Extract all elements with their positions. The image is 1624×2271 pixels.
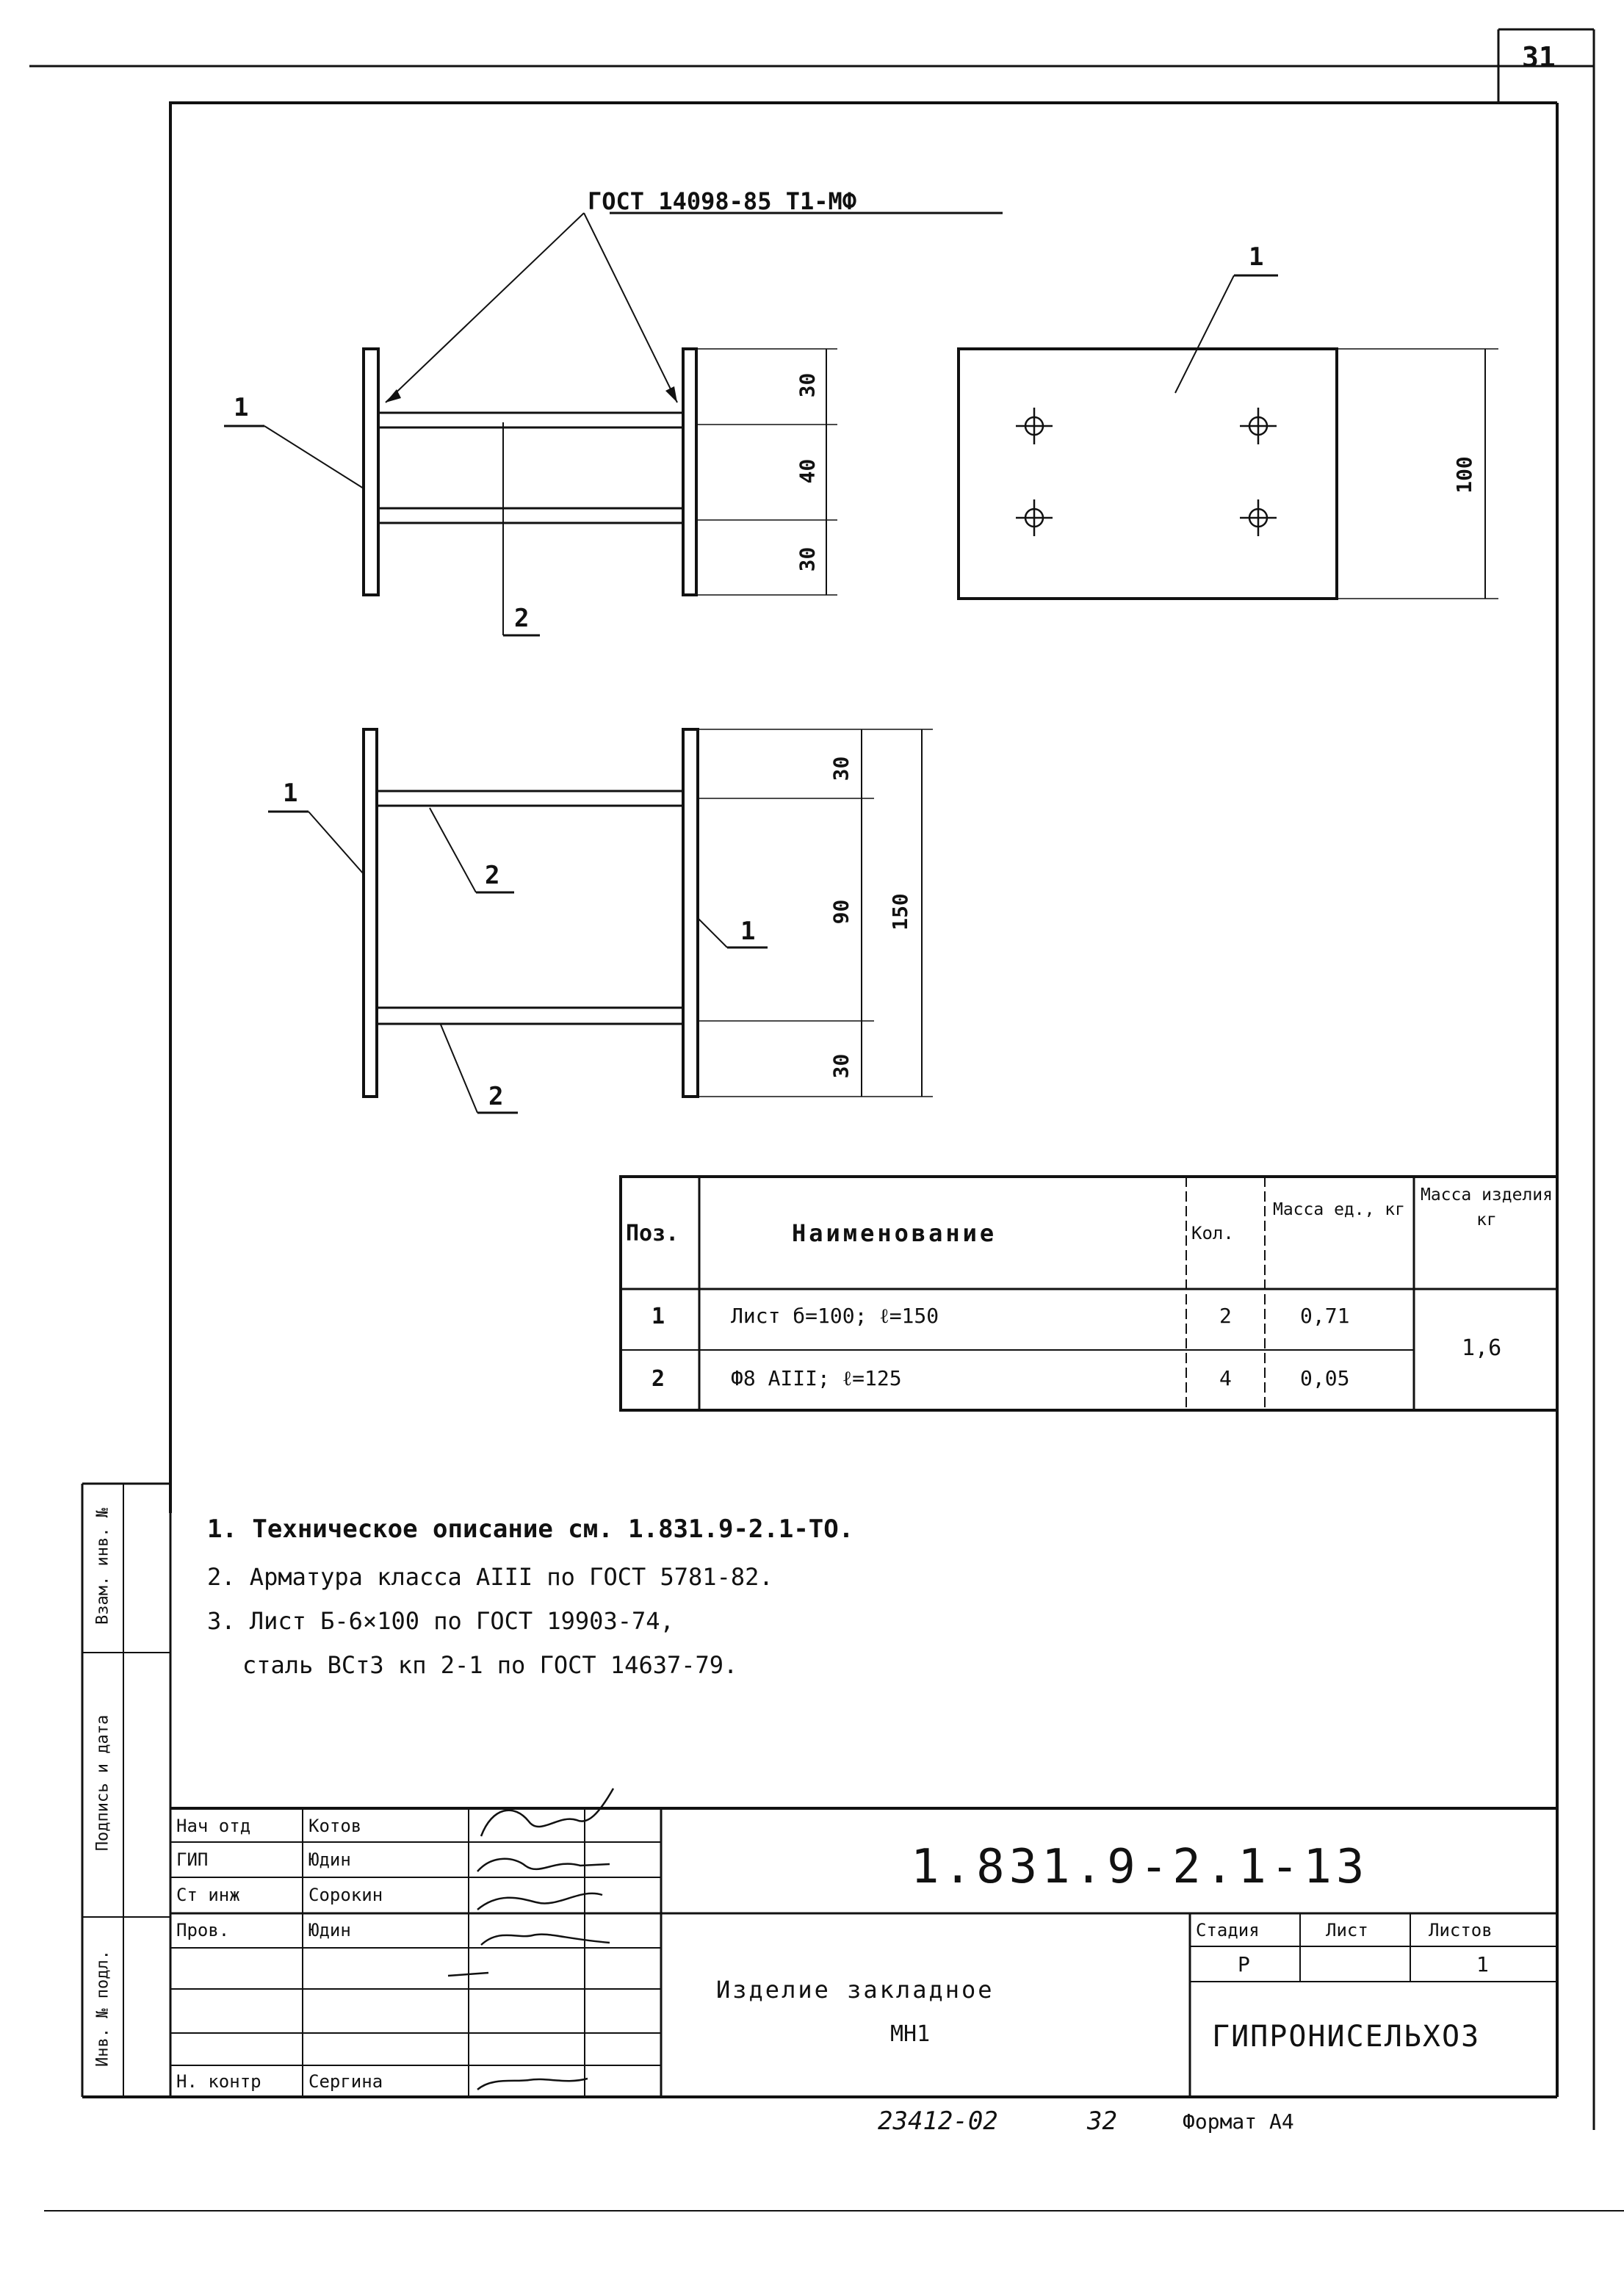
weld-note: ГОСТ 14098-85 Т1-МФ <box>588 187 857 215</box>
side-stamp-inventory: Инв. № подл. <box>93 1950 112 2067</box>
tb-stage-value: Р <box>1238 1952 1250 1976</box>
spec-row-1-name: Лист б=100; ℓ=150 <box>731 1304 939 1328</box>
tb-item-code: МН1 <box>890 2021 931 2047</box>
dim-front-90: 90 <box>829 899 853 925</box>
dim-front-30-b: 30 <box>829 1053 853 1079</box>
tb-organization: ГИПРОНИСЕЛЬХОЗ <box>1212 2020 1481 2054</box>
tb-sheets-label: Листов <box>1429 1920 1493 1940</box>
callout-front-bottom-2: 2 <box>488 1082 504 1111</box>
tb-role-8: Н. контр <box>176 2071 261 2092</box>
tb-role-1: Нач отд <box>176 1816 251 1836</box>
spec-header-mass-unit: Масса ед., кг <box>1272 1200 1405 1219</box>
spec-row-2-mass: 0,05 <box>1300 1366 1350 1390</box>
footer-format: Формат А4 <box>1183 2109 1294 2134</box>
tb-name-1: Котов <box>308 1816 362 1836</box>
dim-top-30-b: 30 <box>795 546 820 572</box>
dim-top-30-a: 30 <box>795 372 820 398</box>
tb-role-2: ГИП <box>176 1849 209 1870</box>
dim-front-30-a: 30 <box>829 756 853 781</box>
dim-plate-100: 100 <box>1451 456 1476 494</box>
tb-role-3: Ст инж <box>176 1885 240 1905</box>
tb-item-title: Изделие закладное <box>716 1976 995 2004</box>
spec-row-2-name: Ф8 АIII; ℓ=125 <box>731 1366 902 1390</box>
side-stamp-replacement: Взам. инв. № <box>93 1508 112 1625</box>
spec-row-2-qty: 4 <box>1219 1366 1232 1390</box>
tb-sheets-value: 1 <box>1476 1952 1489 1976</box>
tb-name-8: Сергина <box>308 2071 383 2092</box>
spec-total-mass: 1,6 <box>1462 1335 1502 1361</box>
callout-top-left-1: 1 <box>234 393 249 422</box>
tb-name-3: Сорокин <box>308 1885 383 1905</box>
tb-sheet-label: Лист <box>1326 1920 1368 1940</box>
callout-front-right-1: 1 <box>740 917 756 946</box>
spec-header-qty: Кол. <box>1191 1223 1234 1243</box>
tb-role-4: Пров. <box>176 1920 230 1940</box>
callout-plate-1: 1 <box>1249 242 1264 272</box>
spec-header-pos: Поз. <box>626 1221 679 1246</box>
callout-front-left-1: 1 <box>283 779 298 808</box>
callout-top-left-2: 2 <box>514 604 530 633</box>
footer-archive-no: 23412-02 <box>878 2106 998 2136</box>
dim-front-total-150: 150 <box>887 893 912 931</box>
tb-name-2: Юдин <box>308 1849 351 1870</box>
spec-row-2-pos: 2 <box>652 1366 665 1392</box>
spec-header-mass-item: Масса изделия кг <box>1420 1185 1553 1230</box>
footer-page: 32 <box>1087 2106 1117 2136</box>
side-stamp-signature-date: Подпись и дата <box>93 1714 112 1852</box>
callout-front-mid-2: 2 <box>485 861 500 890</box>
note-1: 1. Техническое описание см. 1.831.9-2.1-… <box>207 1514 854 1544</box>
spec-header-name: Наименование <box>792 1219 997 1247</box>
tb-stage-label: Стадия <box>1196 1920 1260 1940</box>
spec-row-1-qty: 2 <box>1219 1304 1232 1328</box>
note-2: 2. Арматура класса АIII по ГОСТ 5781-82. <box>207 1563 773 1591</box>
tb-name-4: Юдин <box>308 1920 351 1940</box>
sheet-number: 31 <box>1522 41 1556 73</box>
note-3: 3. Лист Б-6×100 по ГОСТ 19903-74, <box>207 1607 674 1635</box>
spec-row-1-pos: 1 <box>652 1304 665 1329</box>
note-4: сталь ВСт3 кп 2-1 по ГОСТ 14637-79. <box>242 1651 738 1679</box>
dim-top-40: 40 <box>795 458 820 484</box>
spec-row-1-mass: 0,71 <box>1300 1304 1350 1328</box>
tb-designation: 1.831.9-2.1-13 <box>911 1840 1369 1894</box>
